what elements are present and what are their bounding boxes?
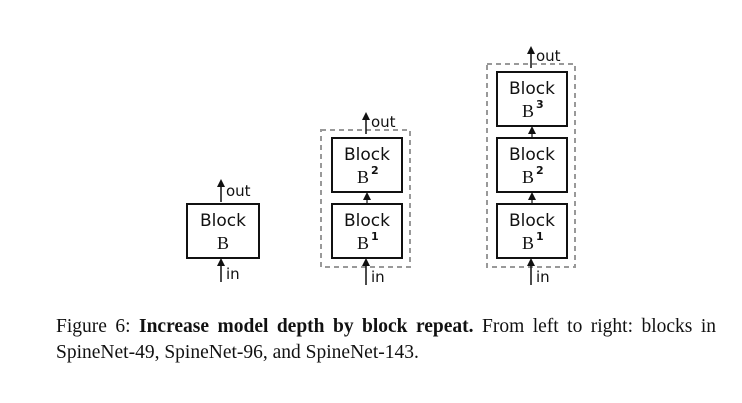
group-three-blocks: Block B 3 Block B 2 Block B 1 in out bbox=[486, 46, 576, 286]
block-subtitle: B bbox=[522, 101, 534, 121]
block-title: Block bbox=[344, 211, 390, 231]
block-subtitle: B bbox=[357, 167, 369, 187]
in-label: in bbox=[371, 268, 385, 286]
block-subtitle: B bbox=[217, 233, 229, 253]
out-label: out bbox=[226, 182, 251, 200]
block-title: Block bbox=[509, 211, 555, 231]
block-subtitle: B bbox=[522, 233, 534, 253]
caption-title: Increase model depth by block repeat. bbox=[138, 316, 474, 337]
block-superscript: 1 bbox=[371, 230, 379, 243]
block-title: Block bbox=[344, 145, 390, 165]
block-box bbox=[496, 203, 568, 259]
block-title: Block bbox=[509, 145, 555, 165]
group-two-blocks: Block B 2 Block B 1 in out bbox=[320, 112, 411, 286]
figure-diagram: Block B in out Block B 2 Block B 1 in ou… bbox=[186, 46, 576, 286]
block-subtitle: B bbox=[522, 167, 534, 187]
out-label: out bbox=[536, 47, 561, 65]
out-label: out bbox=[371, 113, 396, 131]
caption-text: From left to right: blocks in SpineNet-4… bbox=[56, 316, 716, 363]
block-title: Block bbox=[509, 79, 555, 99]
block-subtitle: B bbox=[357, 233, 369, 253]
block-superscript: 3 bbox=[536, 98, 544, 111]
block-superscript: 2 bbox=[536, 164, 544, 177]
block-box bbox=[496, 71, 568, 127]
in-label: in bbox=[226, 265, 240, 283]
block-title: Block bbox=[200, 211, 246, 231]
group-single-block: Block B in out bbox=[186, 179, 260, 283]
in-label: in bbox=[536, 268, 550, 286]
caption-label: Figure 6: bbox=[56, 316, 131, 337]
block-box bbox=[496, 137, 568, 193]
block-box bbox=[186, 203, 260, 259]
figure-caption: Figure 6: Increase model depth by block … bbox=[56, 314, 716, 366]
block-superscript: 2 bbox=[371, 164, 379, 177]
block-superscript: 1 bbox=[536, 230, 544, 243]
